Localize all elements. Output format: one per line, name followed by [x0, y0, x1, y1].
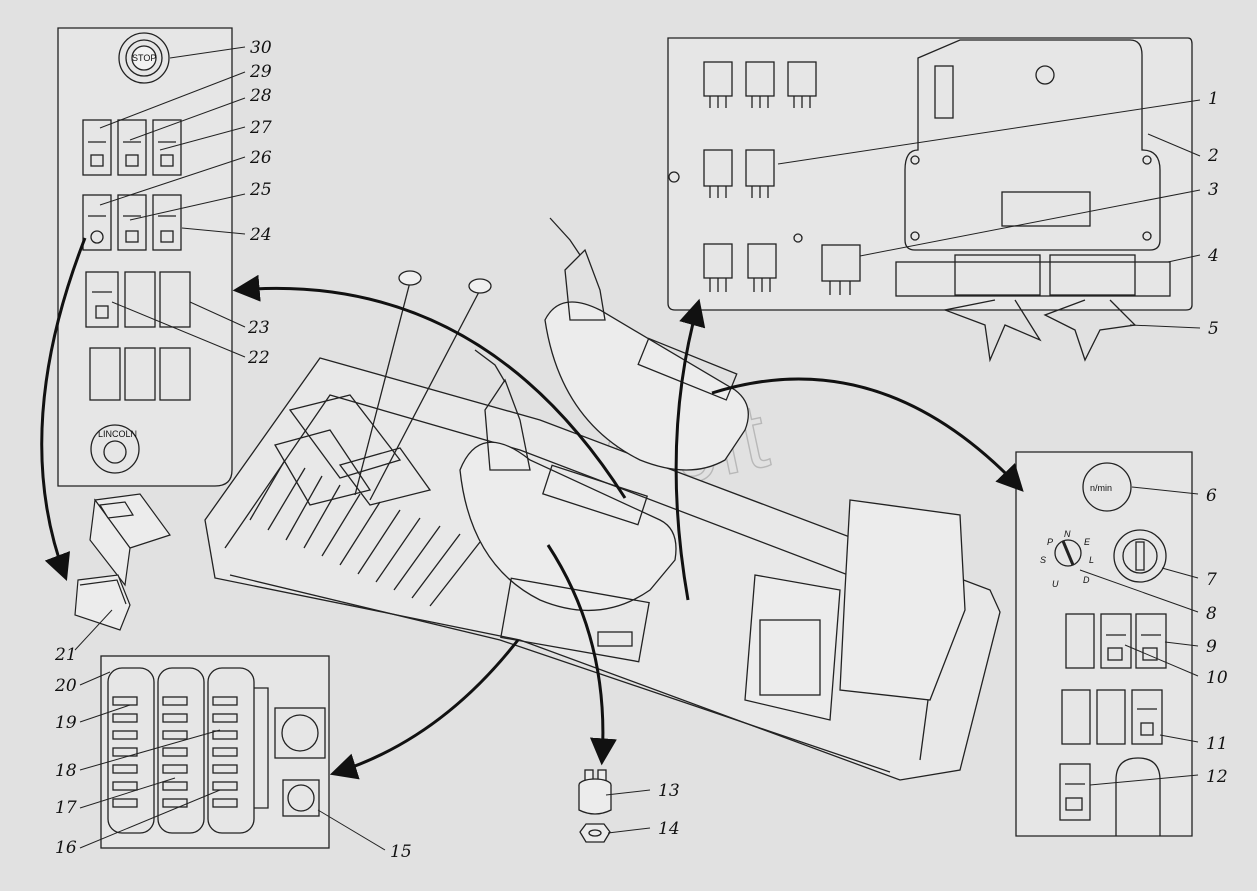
callout-13: 13	[658, 781, 680, 801]
lincoln-label: LINCOLN	[98, 429, 137, 439]
fuse-panel	[100, 655, 330, 849]
levers	[354, 270, 492, 501]
lincoln-button-icon: LINCOLN	[90, 424, 140, 474]
stop-button-icon: STOP	[118, 32, 170, 84]
callout-1: 1	[1208, 89, 1219, 109]
callout-11: 11	[1206, 734, 1228, 754]
callout-7: 7	[1206, 570, 1217, 590]
fuse-connectors	[254, 687, 326, 817]
callout-2: 2	[1207, 146, 1219, 166]
callout-30: 30	[250, 38, 272, 58]
connector-strip	[895, 254, 1171, 297]
right-switch-rows	[1059, 613, 1167, 836]
callout-12: 12	[1206, 767, 1228, 787]
callout-9: 9	[1206, 637, 1217, 657]
callout-5: 5	[1208, 319, 1219, 339]
callout-21: 21	[54, 645, 77, 665]
callout-17: 17	[55, 798, 77, 818]
svg-text:P: P	[1047, 537, 1053, 547]
callout-15: 15	[390, 842, 412, 862]
callout-22: 22	[247, 348, 270, 368]
seat-base	[744, 499, 966, 721]
left-switch-panel: STOP LINCOLN	[57, 27, 233, 487]
cab-floor-console	[204, 217, 1001, 781]
floor-ribs	[249, 459, 481, 607]
switch-row-2	[82, 194, 182, 251]
callout-4: 4	[1207, 246, 1219, 266]
rpm-gauge-icon: n/min	[1082, 462, 1132, 512]
relay-row-3	[703, 233, 861, 295]
pedals	[274, 394, 432, 506]
stop-label: STOP	[132, 53, 156, 63]
svg-text:L: L	[1089, 555, 1094, 565]
callout-19: 19	[55, 713, 77, 733]
callout-24: 24	[249, 225, 272, 245]
rocker-switch-detail	[74, 493, 171, 631]
rpm-label: n/min	[1090, 483, 1112, 493]
svg-text:D: D	[1083, 575, 1090, 585]
callout-10: 10	[1206, 668, 1228, 688]
callout-16: 16	[55, 838, 77, 858]
svg-text:U: U	[1052, 579, 1059, 589]
fuse-block-3	[207, 667, 255, 834]
sensor-and-nut	[578, 769, 612, 843]
arrows	[40, 237, 1024, 780]
callout-25: 25	[249, 180, 272, 200]
callout-23: 23	[247, 318, 270, 338]
callout-27: 27	[249, 118, 272, 138]
callout-29: 29	[249, 62, 272, 82]
callout-20: 20	[54, 676, 77, 696]
callout-6: 6	[1206, 486, 1217, 506]
relay-panel	[667, 37, 1193, 363]
relay-row-1	[703, 61, 817, 108]
svg-text:E: E	[1084, 537, 1091, 547]
svg-text:N: N	[1064, 529, 1071, 539]
callout-labels: 1 2 3 4 5 6 7 8 9 10 11 12 13 14 15 16 1…	[54, 38, 1228, 862]
callout-14: 14	[658, 819, 680, 839]
ignition-key-icon	[1113, 529, 1167, 583]
right-switch-panel: n/min N P E S L U D	[1015, 451, 1193, 837]
switch-row-3	[85, 271, 191, 328]
lower-connector-box	[500, 577, 650, 663]
fuse-block-1	[107, 667, 155, 834]
callout-18: 18	[55, 761, 77, 781]
leader-lines	[74, 46, 1201, 851]
callout-28: 28	[249, 86, 272, 106]
mode-selector-icon: N P E S L U D	[1040, 529, 1094, 589]
switch-row-1	[82, 119, 182, 176]
fuse-block-2	[157, 667, 205, 834]
switch-row-4	[89, 347, 191, 401]
callout-3: 3	[1208, 180, 1219, 200]
callout-8: 8	[1206, 604, 1217, 624]
callout-26: 26	[249, 148, 272, 168]
control-unit	[904, 39, 1161, 251]
svg-text:S: S	[1040, 555, 1046, 565]
relay-row-2	[703, 149, 775, 198]
left-joystick	[459, 349, 677, 611]
